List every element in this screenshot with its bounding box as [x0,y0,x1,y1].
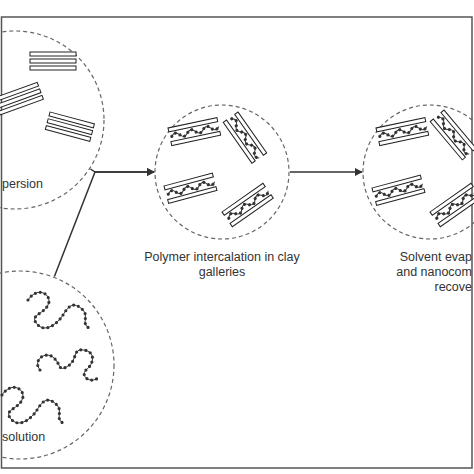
process-circle: Polymer intercalation in clay galleries [154,104,290,240]
step-label: persion [2,177,82,192]
process-circle: Solvent evap and nanocom recove [362,104,474,240]
process-circle: solution [0,270,115,460]
circle-outline [154,104,290,240]
process-circle: persion [0,30,105,210]
circle-outline [362,104,474,240]
flow-arrow [290,171,362,173]
flow-arrow [91,169,155,172]
step-label: solution [2,430,82,445]
step-label: Polymer intercalation in clay galleries [144,250,300,280]
step-label: Solvent evap and nanocom recove [384,250,472,295]
